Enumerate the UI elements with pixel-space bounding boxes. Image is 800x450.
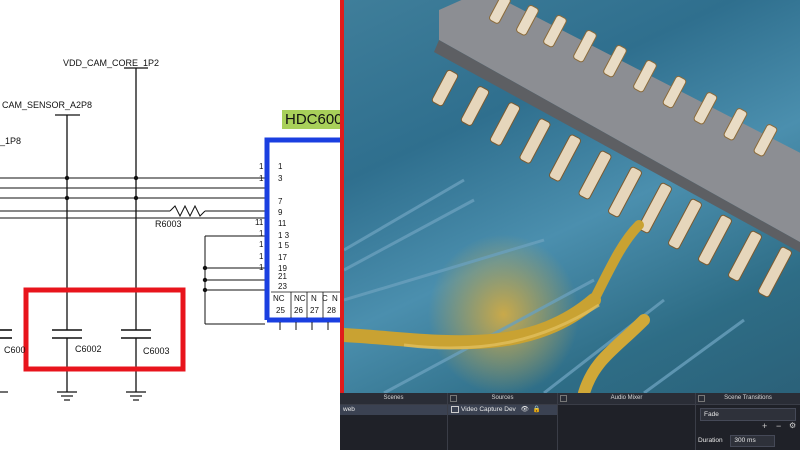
net-label-vdd-cam-core: VDD_CAM_CORE_1P2 [63,58,160,68]
gear-icon[interactable]: ⚙ [789,421,797,430]
pin-stub-label: 1 [259,162,264,171]
obs-dock: Scenes web Sources Video Capture Dev 👁 🔒… [340,393,800,450]
duration-input[interactable]: 300 ms [730,435,775,447]
audio-mixer-header: Audio Mixer [558,393,695,405]
ic-upper-pins [489,0,778,157]
add-transition-icon[interactable]: + [762,421,768,431]
cap-label-c600: C600 [4,345,26,355]
scene-transitions-panel: Scene Transitions Fade + − ⚙ Duration 30… [696,393,800,450]
pin-number: 9 [278,208,283,217]
jumper-wire-2 [578,314,650,393]
pin-stub-label: 1 [259,174,264,183]
video-preview[interactable] [340,0,800,393]
pin-nc-label: NC [273,294,285,303]
duration-row: Duration 300 ms [698,435,775,447]
pin-stub-label: 1 [259,263,264,272]
pin-number: 28 [327,306,336,315]
pin-number: 26 [294,306,303,315]
pin-number: 25 [276,306,285,315]
ground-symbol-2 [126,391,146,401]
net-label-cam-sensor: CAM_SENSOR_A2P8 [2,100,93,110]
cap-label-c6002: C6002 [75,344,102,354]
pin-number: 11 [278,219,287,228]
panel-float-icon[interactable] [450,395,457,402]
eye-icon[interactable]: 👁 [520,406,529,413]
scene-transitions-header: Scene Transitions [696,393,800,405]
pin-nc-label: NC [294,294,306,303]
pin-stub-label: 1 [259,252,264,261]
pin-number: 1 [278,162,283,171]
pin-number: 3 [278,174,283,183]
pin-stub-label: 1 [259,229,264,238]
ic-body [439,0,800,243]
duration-label: Duration [698,437,723,444]
pin-nc-label: N [332,294,338,303]
audio-mixer-panel: Audio Mixer [558,393,696,450]
net-label-io-1p8: _1P8 [0,136,22,146]
pin-number: 1 3 [278,231,290,240]
scenes-panel: Scenes web [340,393,448,450]
sources-header: Sources [448,393,557,405]
pin-number: 1 5 [278,241,290,250]
pin-nc-label: N [311,294,317,303]
jumper-wire-1 [344,293,601,350]
panel-float-icon[interactable] [698,395,705,402]
highlight-box [23,287,186,372]
microscope-image [344,0,800,393]
pin-nc-label: C [322,294,328,303]
cap-label-c6003: C6003 [143,346,170,356]
sources-panel: Sources Video Capture Dev 👁 🔒 [448,393,558,450]
pcb-traces [344,178,745,393]
scene-item[interactable]: web [340,405,447,415]
transition-select[interactable]: Fade [700,408,796,421]
scenes-header: Scenes [340,393,447,405]
ground-symbol-1 [57,391,77,401]
ic-lower-pins [431,69,792,298]
source-item[interactable]: Video Capture Dev 👁 🔒 [448,405,557,415]
pin-number: 7 [278,197,283,206]
source-name: Video Capture Dev [461,406,516,413]
remove-transition-icon[interactable]: − [776,421,782,431]
pin-stub-label: 1 [259,240,264,249]
pin-number: 17 [278,253,287,262]
lock-icon[interactable]: 🔒 [532,406,541,413]
resistor-label: R6003 [155,219,182,229]
pin-number: 23 [278,282,287,291]
schematic-drawing [0,67,340,401]
pin-number: 27 [310,306,319,315]
camera-icon [451,405,459,413]
chip-title: HDC600 [282,110,340,129]
obs-window: Scenes web Sources Video Capture Dev 👁 🔒… [340,0,800,450]
pin-number: 19 [278,264,287,273]
schematic-view: VDD_CAM_CORE_1P2 CAM_SENSOR_A2P8 _1P8 HD… [0,0,340,450]
pin-number: 21 [278,272,287,281]
panel-float-icon[interactable] [560,395,567,402]
resistor-symbol [169,204,206,218]
chip-outline [264,137,340,320]
pin-stub-label: 11 [255,218,264,227]
